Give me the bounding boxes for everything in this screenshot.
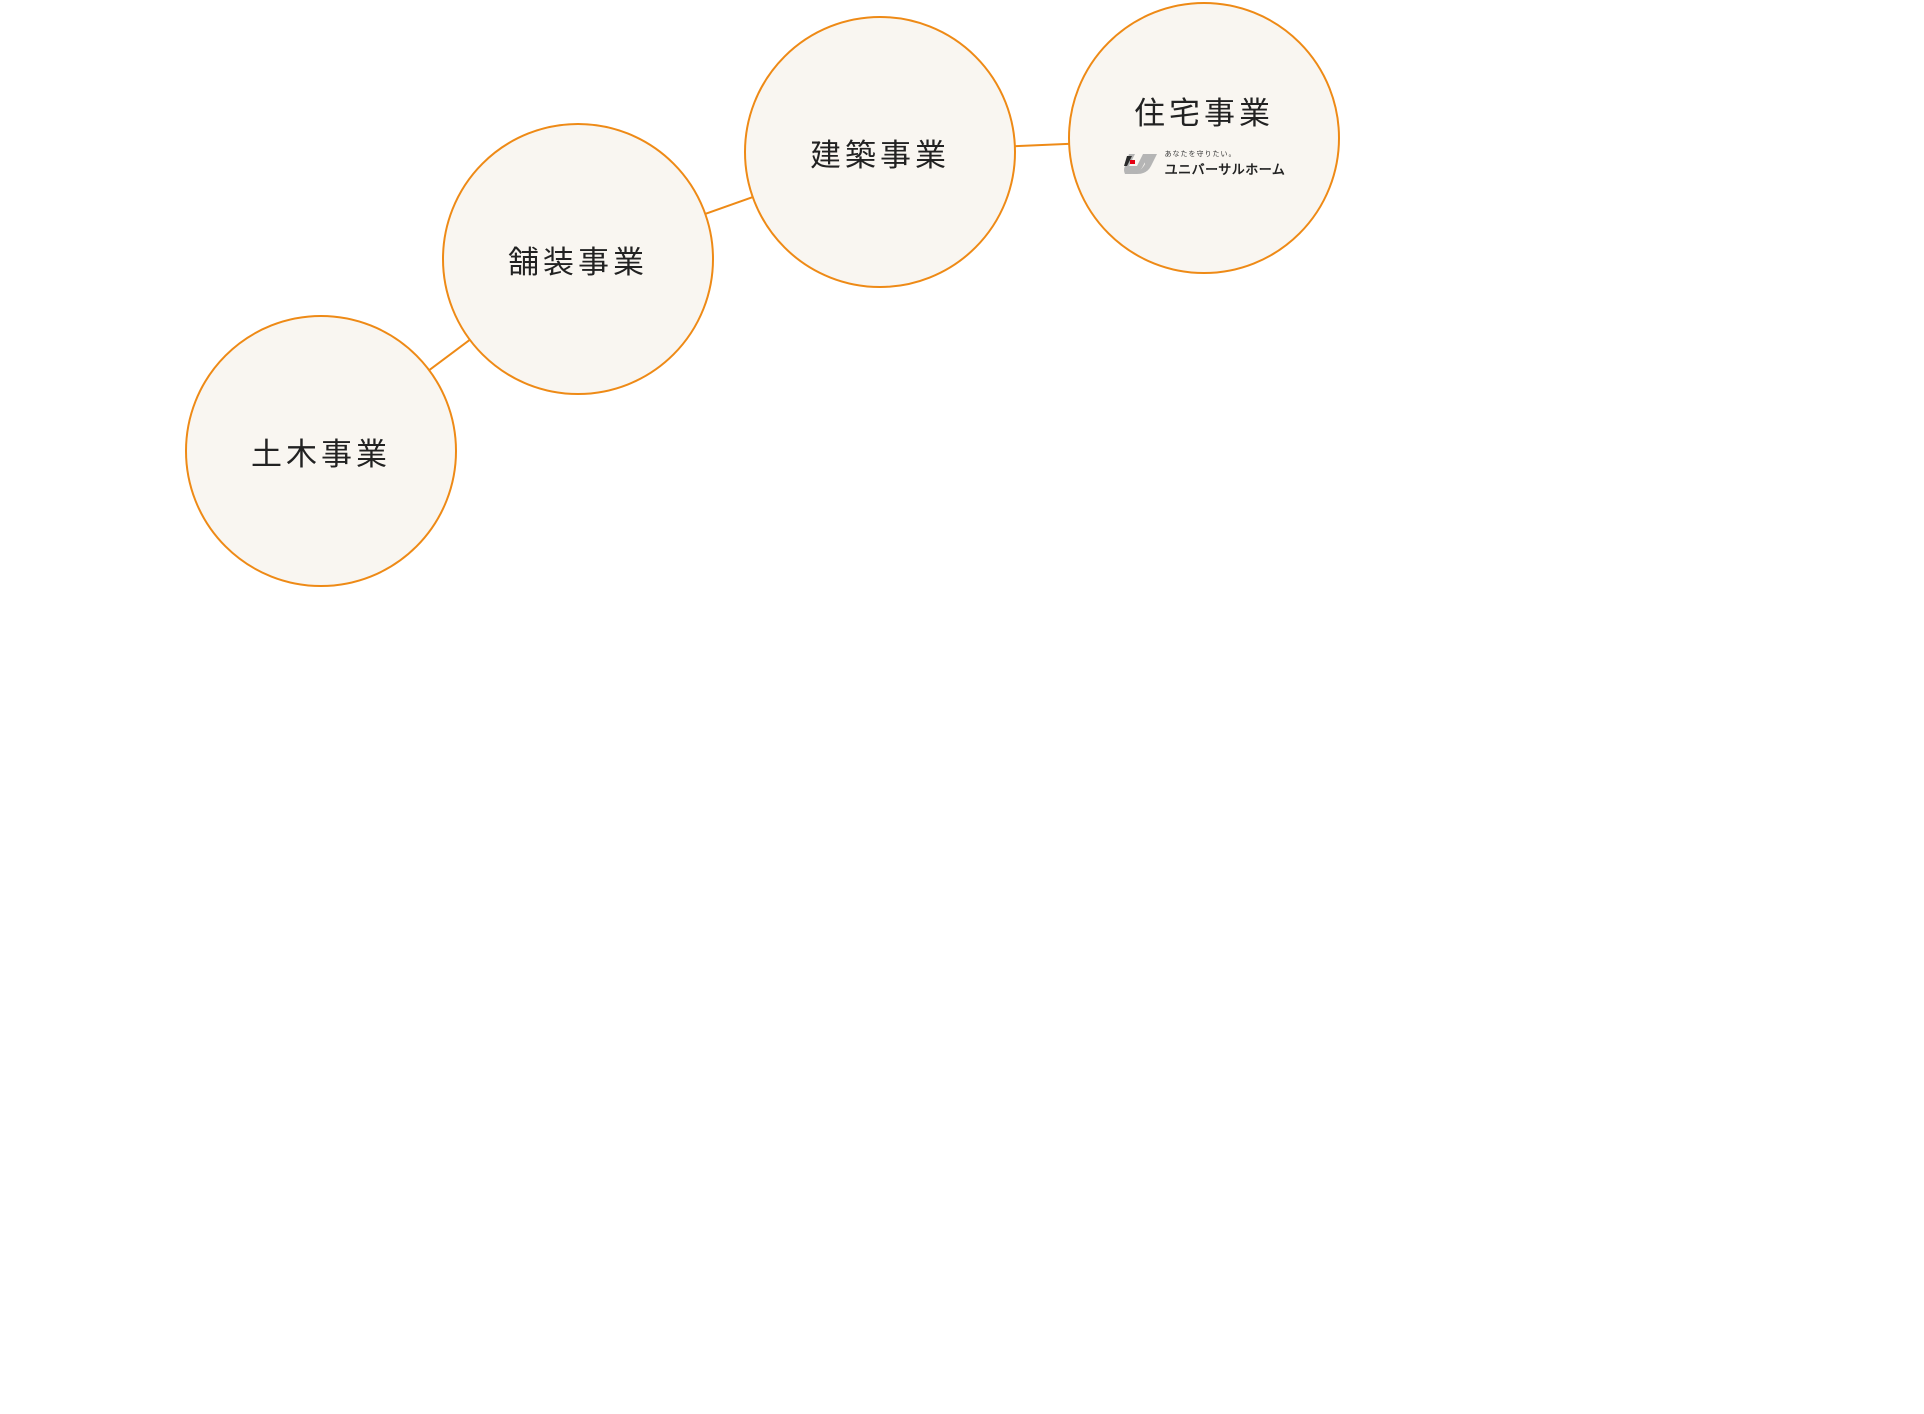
universal-home-logo: あなたを守りたい。 ユニバーサルホーム xyxy=(1123,149,1286,178)
node-label: 土木事業 xyxy=(251,436,391,473)
universal-home-logo-icon xyxy=(1123,153,1157,174)
node-civil-engineering[interactable]: 土木事業 xyxy=(185,315,457,587)
node-paving[interactable]: 舗装事業 xyxy=(442,123,714,395)
node-construction[interactable]: 建築事業 xyxy=(744,16,1016,288)
logo-tagline: あなたを守りたい。 xyxy=(1164,150,1237,158)
node-label: 舗装事業 xyxy=(508,244,648,281)
node-label: 建築事業 xyxy=(810,137,950,174)
node-housing[interactable]: 住宅事業 あなたを守りたい。 ユニバーサルホーム xyxy=(1068,2,1340,274)
logo-brand: ユニバーサルホーム xyxy=(1164,163,1286,178)
node-label: 住宅事業 xyxy=(1134,96,1274,132)
